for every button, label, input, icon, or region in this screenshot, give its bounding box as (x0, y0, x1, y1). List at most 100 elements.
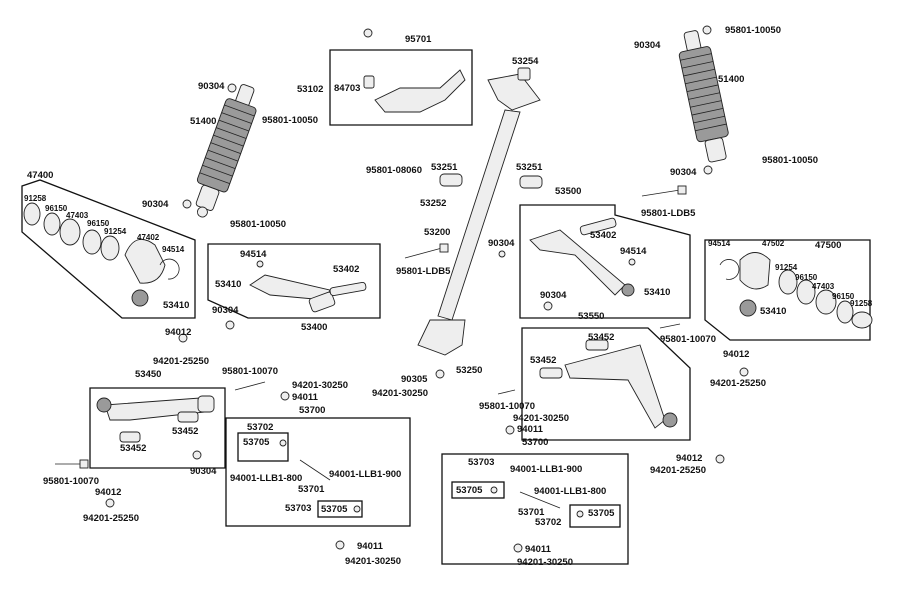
part-label-94012: 94012 (723, 349, 750, 360)
part-label-94201-30250: 94201-30250 (372, 388, 428, 399)
part-label-90304: 90304 (212, 305, 239, 316)
shock-absorber-right (678, 30, 729, 163)
part-label-53251: 53251 (516, 162, 543, 173)
part-label-53452: 53452 (588, 332, 615, 343)
group-box-53500 (519, 204, 691, 319)
part-label-90304: 90304 (488, 238, 515, 249)
part-label-94001-LLB1-900: 94001-LLB1-900 (329, 469, 402, 480)
part-label-95701: 95701 (405, 34, 432, 45)
group-box-53700-left (225, 417, 411, 527)
part-label-94201-25250: 94201-25250 (710, 378, 766, 389)
part-label-90304: 90304 (540, 290, 567, 301)
part-label-91254: 91254 (775, 263, 798, 272)
part-label-53705: 53705 (243, 437, 270, 448)
part-label-53550: 53550 (578, 311, 605, 322)
part-label-47403: 47403 (66, 211, 89, 220)
upper-arm-53400 (249, 274, 367, 313)
part-label-47402: 47402 (137, 233, 160, 242)
shock-absorber-left (195, 84, 257, 218)
hub-parts-right (719, 252, 873, 329)
part-label-47500: 47500 (815, 240, 842, 251)
lower-arm-53550 (539, 339, 678, 429)
part-label-90304: 90304 (634, 40, 661, 51)
part-label-95801-10070: 95801-10070 (479, 401, 535, 412)
part-label-94012: 94012 (676, 453, 703, 464)
part-label-53705: 53705 (321, 504, 348, 515)
part-label-95801-LDB5: 95801-LDB5 (396, 266, 451, 277)
part-label-53402: 53402 (333, 264, 360, 275)
part-label-94201-30250: 94201-30250 (345, 556, 401, 567)
group-box-53102 (329, 49, 473, 126)
part-label-47502: 47502 (762, 239, 785, 248)
part-label-95801-10050: 95801-10050 (230, 219, 286, 230)
bracket-53102 (363, 69, 466, 113)
sub-box-53705-r1 (451, 481, 505, 499)
part-label-95801-10050: 95801-10050 (262, 115, 318, 126)
part-label-96150: 96150 (795, 273, 818, 282)
part-label-94011: 94011 (517, 424, 543, 435)
part-label-53402: 53402 (590, 230, 617, 241)
part-label-94514: 94514 (162, 245, 185, 254)
part-label-95801-10070: 95801-10070 (43, 476, 99, 487)
part-label-94201-25250: 94201-25250 (83, 513, 139, 524)
part-label-95801-LDB5: 95801-LDB5 (641, 208, 696, 219)
part-label-90304: 90304 (670, 167, 697, 178)
part-label-53410: 53410 (215, 279, 242, 290)
sub-box-53705-r2 (569, 504, 621, 528)
part-label-53700: 53700 (522, 437, 549, 448)
bolts (55, 185, 687, 509)
part-label-91254: 91254 (104, 227, 127, 236)
part-label-53200: 53200 (424, 227, 451, 238)
part-label-47403: 47403 (812, 282, 835, 291)
part-label-94514: 94514 (240, 249, 267, 260)
part-label-53250: 53250 (456, 365, 483, 376)
part-label-53703: 53703 (468, 457, 495, 468)
part-label-94012: 94012 (95, 487, 122, 498)
part-label-94201-30250: 94201-30250 (517, 557, 573, 568)
part-label-91258: 91258 (24, 194, 47, 203)
upper-arm-53500 (529, 217, 635, 297)
steering-column (417, 73, 541, 356)
part-label-94514: 94514 (708, 239, 731, 248)
part-label-53701: 53701 (298, 484, 325, 495)
part-label-95801-10070: 95801-10070 (222, 366, 278, 377)
part-label-94201-30250: 94201-30250 (513, 413, 569, 424)
part-label-47400: 47400 (27, 170, 54, 181)
part-label-94011: 94011 (357, 541, 383, 552)
part-label-94001-LLB1-800: 94001-LLB1-800 (534, 486, 607, 497)
lower-arm-53450 (96, 395, 215, 443)
part-label-94201-25250: 94201-25250 (650, 465, 706, 476)
hub-parts-left (23, 202, 180, 307)
part-label-95801-10050: 95801-10050 (725, 25, 781, 36)
part-label-53410: 53410 (644, 287, 671, 298)
part-label-53410: 53410 (760, 306, 787, 317)
part-label-53254: 53254 (512, 56, 539, 67)
part-label-95801-10070: 95801-10070 (660, 334, 716, 345)
part-label-94201-25250: 94201-25250 (153, 356, 209, 367)
part-label-53452: 53452 (120, 443, 147, 454)
part-label-94012: 94012 (165, 327, 192, 338)
part-label-94514: 94514 (620, 246, 647, 257)
part-label-53703: 53703 (285, 503, 312, 514)
part-label-53702: 53702 (247, 422, 274, 433)
part-label-53702: 53702 (535, 517, 562, 528)
group-box-47500 (704, 239, 871, 341)
part-label-95801-08060: 95801-08060 (366, 165, 422, 176)
part-label-51400: 51400 (190, 116, 217, 127)
group-box-53450 (89, 387, 226, 469)
group-box-47400 (21, 179, 196, 319)
part-label-94201-30250: 94201-30250 (292, 380, 348, 391)
small-fasteners (105, 25, 749, 553)
part-label-53251: 53251 (431, 162, 458, 173)
part-label-90304: 90304 (198, 81, 225, 92)
part-label-96150: 96150 (832, 292, 855, 301)
part-label-91258: 91258 (850, 299, 873, 308)
part-label-53410: 53410 (163, 300, 190, 311)
part-label-94001-LLB1-900: 94001-LLB1-900 (510, 464, 583, 475)
part-label-84703: 84703 (334, 83, 361, 94)
sub-box-53705-l1 (237, 432, 289, 462)
part-label-53700: 53700 (299, 405, 326, 416)
part-label-53705: 53705 (456, 485, 483, 496)
